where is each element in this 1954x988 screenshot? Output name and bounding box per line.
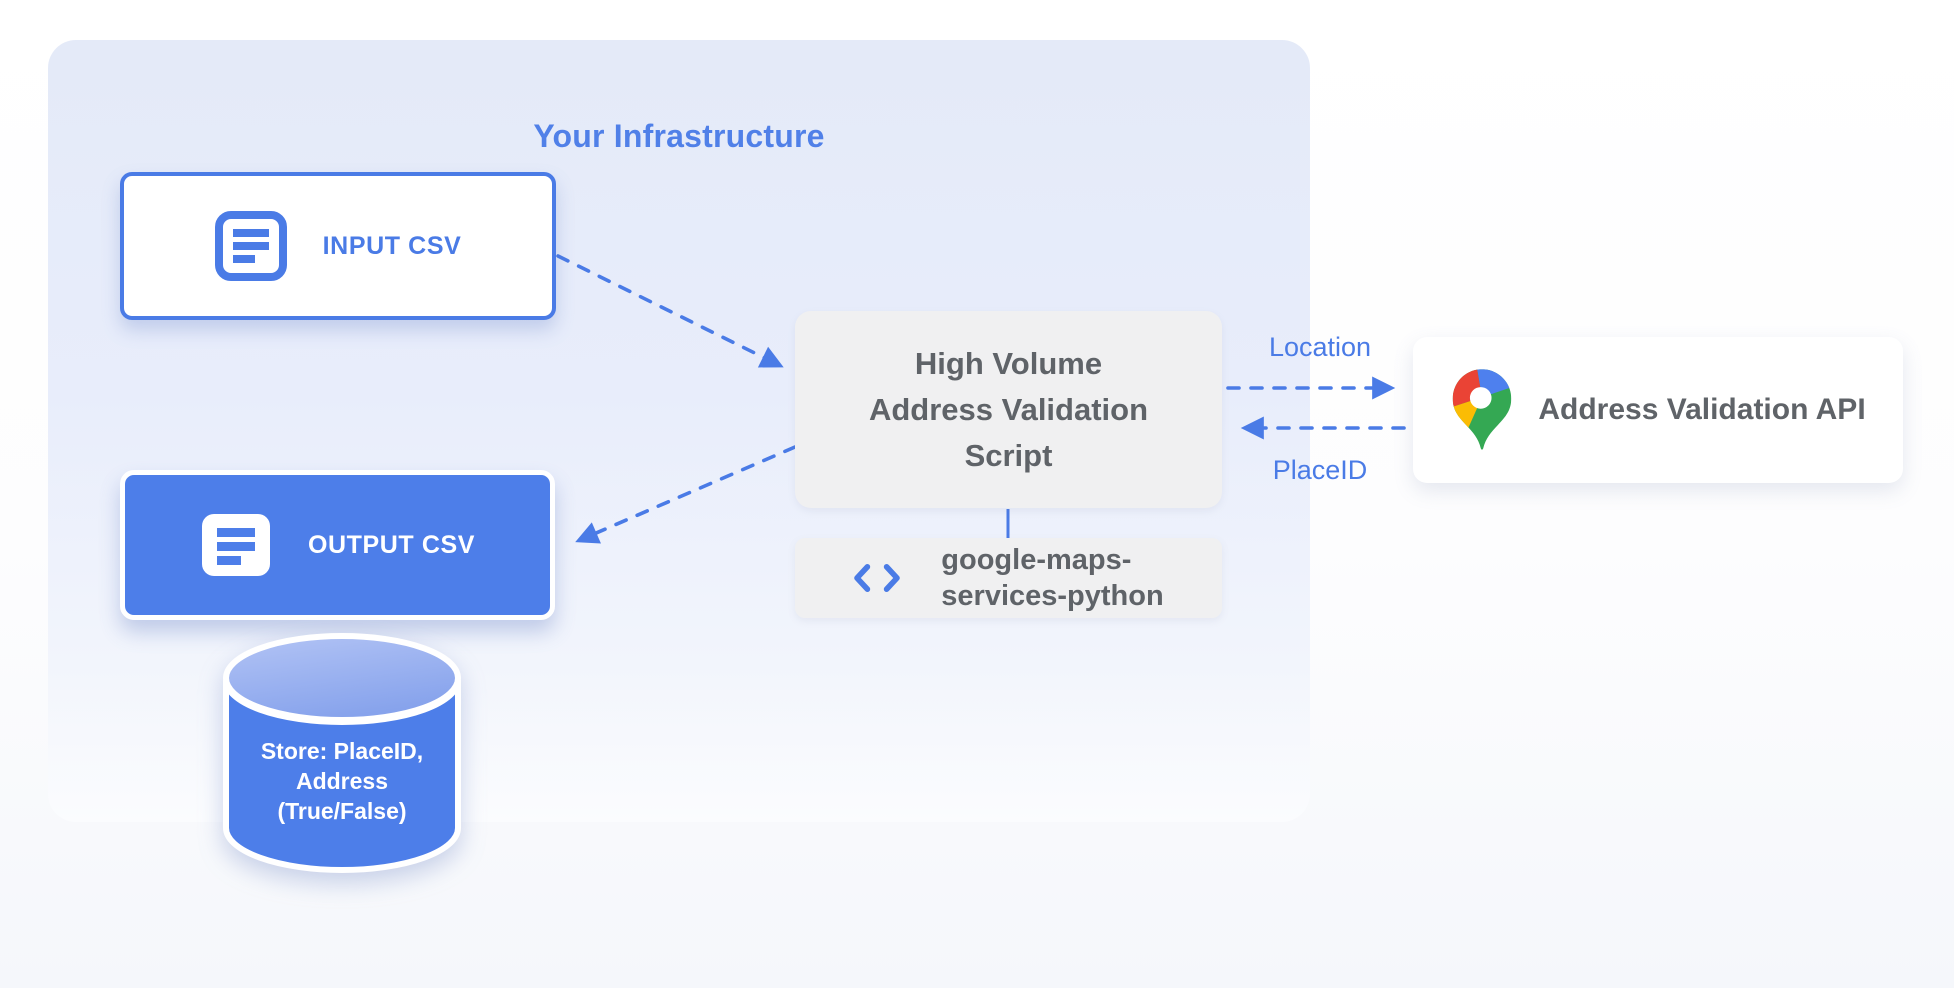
script-node: High Volume Address Validation Script xyxy=(795,311,1222,508)
code-icon xyxy=(853,562,901,594)
datastore-label: Store: PlaceID, Address (True/False) xyxy=(242,736,442,826)
infrastructure-title: Your Infrastructure xyxy=(533,118,825,154)
edge-label-placeid: PlaceID xyxy=(1272,455,1368,485)
library-line-2: services-python xyxy=(941,580,1164,612)
document-icon xyxy=(214,211,287,281)
datastore-line-1: Store: PlaceID, xyxy=(260,738,424,764)
datastore-line-3: (True/False) xyxy=(277,798,407,824)
api-label: Address Validation API xyxy=(1538,393,1866,426)
output-csv-label: OUTPUT CSV xyxy=(307,530,476,559)
library-label: google-maps- services-python xyxy=(941,542,1163,614)
script-line-3: Script xyxy=(964,437,1053,473)
script-line-2: Address Validation xyxy=(868,391,1149,427)
edge-label-location: Location xyxy=(1268,332,1372,362)
library-line-1: google-maps- xyxy=(941,544,1132,576)
library-node: google-maps- services-python xyxy=(795,538,1222,618)
input-csv-node: INPUT CSV xyxy=(120,172,556,320)
input-csv-label: INPUT CSV xyxy=(322,231,462,260)
google-maps-pin-icon xyxy=(1450,368,1514,452)
script-line-1: High Volume xyxy=(914,345,1103,381)
datastore-node: Store: PlaceID, Address (True/False) xyxy=(220,632,464,876)
output-csv-node: OUTPUT CSV xyxy=(120,470,555,620)
datastore-line-2: Address xyxy=(295,768,389,794)
document-icon xyxy=(200,512,272,578)
api-node: Address Validation API xyxy=(1413,337,1903,483)
database-cylinder-icon xyxy=(223,633,461,873)
